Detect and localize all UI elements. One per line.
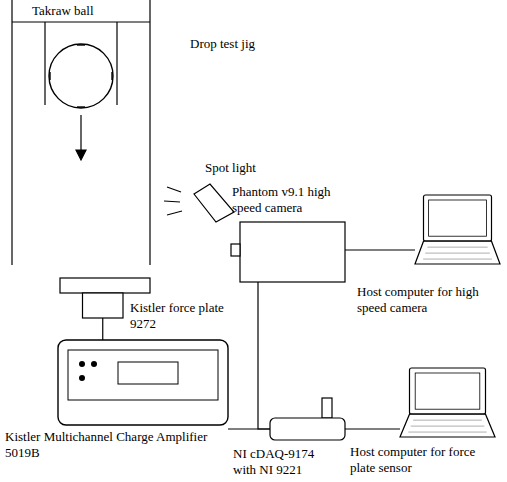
device-label: Phantom v9.1 high speed camera [232,184,357,216]
laptop-screen [424,195,492,241]
laptop-node: Host computer for force plate sensor [400,368,495,438]
cdaq-chassis [270,418,345,440]
signal-cable [345,249,415,250]
laptop-node: Host computer for high speed camera [415,195,500,265]
ball-mark [77,44,85,45]
drop-arrow [80,115,81,152]
amplifier-button [79,361,85,367]
amplifier-display [118,362,178,384]
part-label: Drop test jig [190,36,310,52]
jig-frame [11,0,12,265]
amplifier-panel [68,350,218,400]
ball-mark [77,106,85,107]
device-label: NI cDAQ-9174 with NI 9221 [233,446,333,478]
device-label: Spot light [205,160,285,176]
device-label: Host computer for high speed camera [357,284,485,316]
device-label: Takraw ball [32,3,142,19]
laptop-display [429,200,487,236]
amplifier-button [79,375,85,381]
laptop-keys [423,247,492,259]
force-plate-node: Kistler force plate 9272 [60,278,150,318]
device-label: Host computer for force plate sensor [350,444,490,476]
spot-light [194,184,234,222]
light-ray [167,211,182,215]
daq-node: NI cDAQ-9174 with NI 9221 [270,398,345,440]
node-shape [270,398,345,440]
node-shape [240,222,345,282]
spot-light-node: Spot light [190,182,235,224]
amplifier-button [91,361,97,367]
takraw-ball [49,44,113,108]
device-label: Kistler force plate 9272 [130,300,250,332]
ball-mark [49,72,50,80]
force-plate-stem [83,293,124,318]
jig-frame [12,21,150,22]
device-label: Kistler Multichannel Charge Amplifier 50… [5,429,227,461]
light-ray [167,187,181,192]
signal-cable [345,428,400,429]
ball-mark [111,72,112,80]
cdaq-module [322,398,332,418]
charge-amplifier-node: Kistler Multichannel Charge Amplifier 50… [58,340,228,425]
light-ray [164,201,180,202]
node-shape [58,340,228,425]
node-shape [400,368,495,438]
camera-body [240,222,345,282]
ball-node: Takraw ball [48,43,114,109]
laptop-display [415,373,480,409]
drop-arrow-head [76,150,86,160]
laptop-base [400,414,495,437]
laptop-base [415,241,500,264]
camera-node: Phantom v9.1 high speed camera [240,222,345,282]
signal-cable [258,282,270,429]
jig-guide [44,22,45,105]
amplifier-body [58,340,228,425]
force-plate-top [60,278,150,293]
jig-frame [149,0,150,265]
node-shape [415,195,500,265]
laptop-keys [408,420,486,432]
signal-cable [102,318,103,340]
laptop-screen [410,368,486,414]
node-shape [48,43,114,109]
node-shape [190,182,235,224]
camera-lens [231,244,240,256]
jig-guide [116,22,117,105]
